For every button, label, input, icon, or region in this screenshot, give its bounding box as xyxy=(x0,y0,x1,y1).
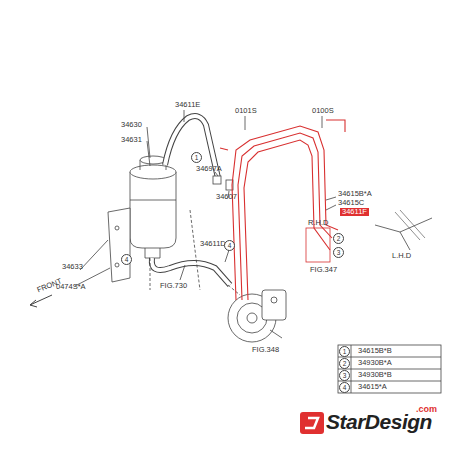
callout-number: 4 xyxy=(121,254,132,265)
callout-number: 1 xyxy=(191,152,202,163)
figure-reference: FIG.730 xyxy=(160,282,187,290)
table-cell: 34930B*B xyxy=(358,371,392,379)
table-cell: 1 xyxy=(339,346,350,357)
callout-number: 2 xyxy=(333,233,344,244)
variant-label: L.H.D xyxy=(392,252,411,260)
table-cell: 4 xyxy=(339,382,350,393)
figure-reference: FIG.348 xyxy=(252,346,279,354)
figure-reference: FIG.347 xyxy=(310,266,337,274)
part-number: 0100S xyxy=(312,107,334,115)
variant-label: R.H.D xyxy=(308,219,328,227)
part-number: 34631 xyxy=(121,136,142,144)
highlighted-part-number: 34611F xyxy=(340,208,369,216)
part-number: 34697A xyxy=(196,165,222,173)
callout-number: 3 xyxy=(333,247,344,258)
part-number: 34615B*A xyxy=(338,190,372,198)
callout-number: 4 xyxy=(224,240,235,251)
watermark: StarDesign xyxy=(326,410,432,433)
table-cell: 34615B*B xyxy=(358,347,392,355)
table-cell: 34615*A xyxy=(358,383,387,391)
part-number: 34633 xyxy=(62,263,83,271)
table-cell: 2 xyxy=(339,358,350,369)
part-number: 34615C xyxy=(338,199,364,207)
direction-label: FRONT xyxy=(36,277,63,294)
watermark: .com xyxy=(416,405,437,415)
part-number: 34611E xyxy=(175,101,200,109)
part-number: 34611D xyxy=(200,240,226,248)
part-number: 34607 xyxy=(216,193,237,201)
part-number: 34630 xyxy=(121,121,142,129)
table-cell: 3 xyxy=(339,370,350,381)
part-number: 0101S xyxy=(235,107,257,115)
table-cell: 34930B*A xyxy=(358,359,392,367)
